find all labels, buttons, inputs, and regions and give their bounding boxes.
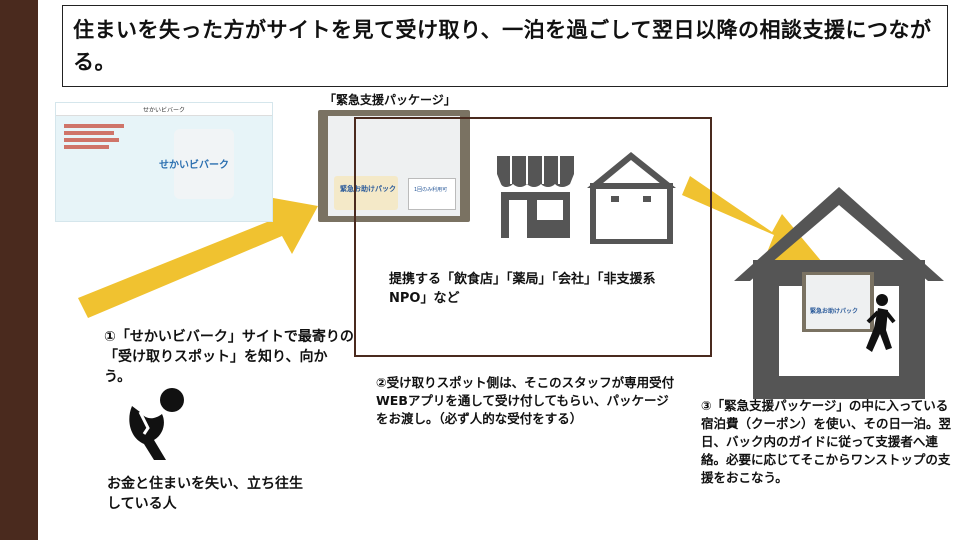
- title-box: 住まいを失った方がサイトを見て受け取り、一泊を過ごして翌日以降の相談支援につなが…: [62, 5, 948, 87]
- store-icon: [493, 152, 578, 240]
- package-sticker-note-text: 1回のみ利用可: [414, 187, 448, 193]
- step1-text: ①「せかいビバーク」サイトで最寄りの「受け取りスポット」を知り、向かう。: [104, 329, 354, 385]
- package-sticker-note: [408, 178, 456, 210]
- package-bag: 緊急お助けパック 1回のみ利用可: [328, 116, 460, 216]
- site-text-line: [64, 131, 114, 135]
- walking-person-icon: [866, 294, 896, 352]
- spot-box: [354, 117, 712, 357]
- package-sticker-text: 緊急お助けパック: [340, 185, 396, 193]
- site-text-line: [64, 145, 109, 149]
- page-title: 住まいを失った方がサイトを見て受け取り、一泊を過ごして翌日以降の相談支援につなが…: [73, 18, 932, 74]
- mascot-image: [174, 129, 234, 199]
- site-text-line: [64, 138, 119, 142]
- step2-text: ②受け取りスポット側は、そこのスタッフが専用受付WEBアプリを通して受け付しても…: [376, 375, 675, 426]
- website-screenshot: せかいビバーク せかいビバーク: [55, 102, 273, 222]
- package-label: 「緊急支援パッケージ」: [324, 93, 456, 107]
- sidebar-bar: [0, 0, 38, 540]
- mini-package-label: 緊急お助けパック: [810, 308, 859, 315]
- package-photo: 緊急お助けパック 1回のみ利用可: [318, 110, 470, 222]
- sidebar-gap: [38, 0, 54, 540]
- site-text-line: [64, 124, 124, 128]
- site-body: せかいビバーク: [64, 121, 264, 211]
- crouching-person-icon: [129, 388, 184, 460]
- person-description: お金と住まいを失い、立ち往生している人: [107, 476, 303, 512]
- mini-package-bag: [806, 275, 870, 329]
- site-header: せかいビバーク: [56, 103, 272, 116]
- spot-description: 提携する「飲食店」「薬局」「会社」「非支援系NPO」など: [389, 272, 656, 306]
- house-icon: [583, 148, 680, 244]
- package-sticker: [334, 176, 398, 210]
- site-logo: せかいビバーク: [159, 160, 229, 171]
- step3-text: ③「緊急支援パッケージ」の中に入っている宿泊費（クーポン）を使い、その日一泊。翌…: [701, 398, 952, 485]
- mini-package-photo: 緊急お助けパック: [802, 272, 874, 332]
